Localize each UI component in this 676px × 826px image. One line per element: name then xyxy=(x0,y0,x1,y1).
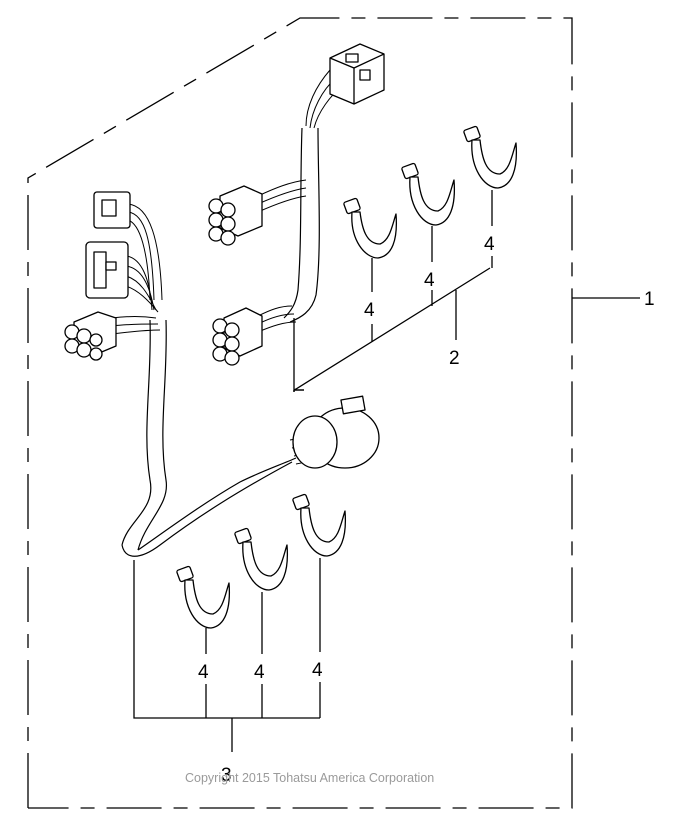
connector-top xyxy=(305,43,385,129)
callout-2: 2 xyxy=(449,348,460,369)
clip-lower-3 xyxy=(292,493,347,557)
callout-4-upper-1: 4 xyxy=(364,300,375,321)
callout-4-lower-2: 4 xyxy=(254,662,265,683)
connector-upper-middle xyxy=(208,179,307,246)
connector-lower-middle xyxy=(212,305,297,366)
callout-4-upper-3: 4 xyxy=(484,234,495,255)
callout-4-upper-2: 4 xyxy=(424,270,435,291)
connector-left-small xyxy=(93,191,163,301)
callout-4-lower-3: 4 xyxy=(312,660,323,681)
clip-lower-2 xyxy=(234,527,289,591)
connector-left-large xyxy=(85,241,159,313)
clip-lower-1 xyxy=(176,565,231,629)
clip-upper-3 xyxy=(463,125,518,189)
assembly-boundary xyxy=(27,17,573,809)
clip-upper-1 xyxy=(343,197,398,259)
leader-lines xyxy=(133,190,640,752)
copyright-watermark: Copyright 2015 Tohatsu America Corporati… xyxy=(185,771,434,785)
callout-4-lower-1: 4 xyxy=(198,662,209,683)
clip-upper-2 xyxy=(401,162,456,226)
connector-left-6pin xyxy=(64,311,161,361)
wire-harness-cable xyxy=(121,127,320,557)
callout-1: 1 xyxy=(644,289,655,310)
connector-round xyxy=(289,395,380,469)
callout-3: 3 xyxy=(221,765,232,786)
